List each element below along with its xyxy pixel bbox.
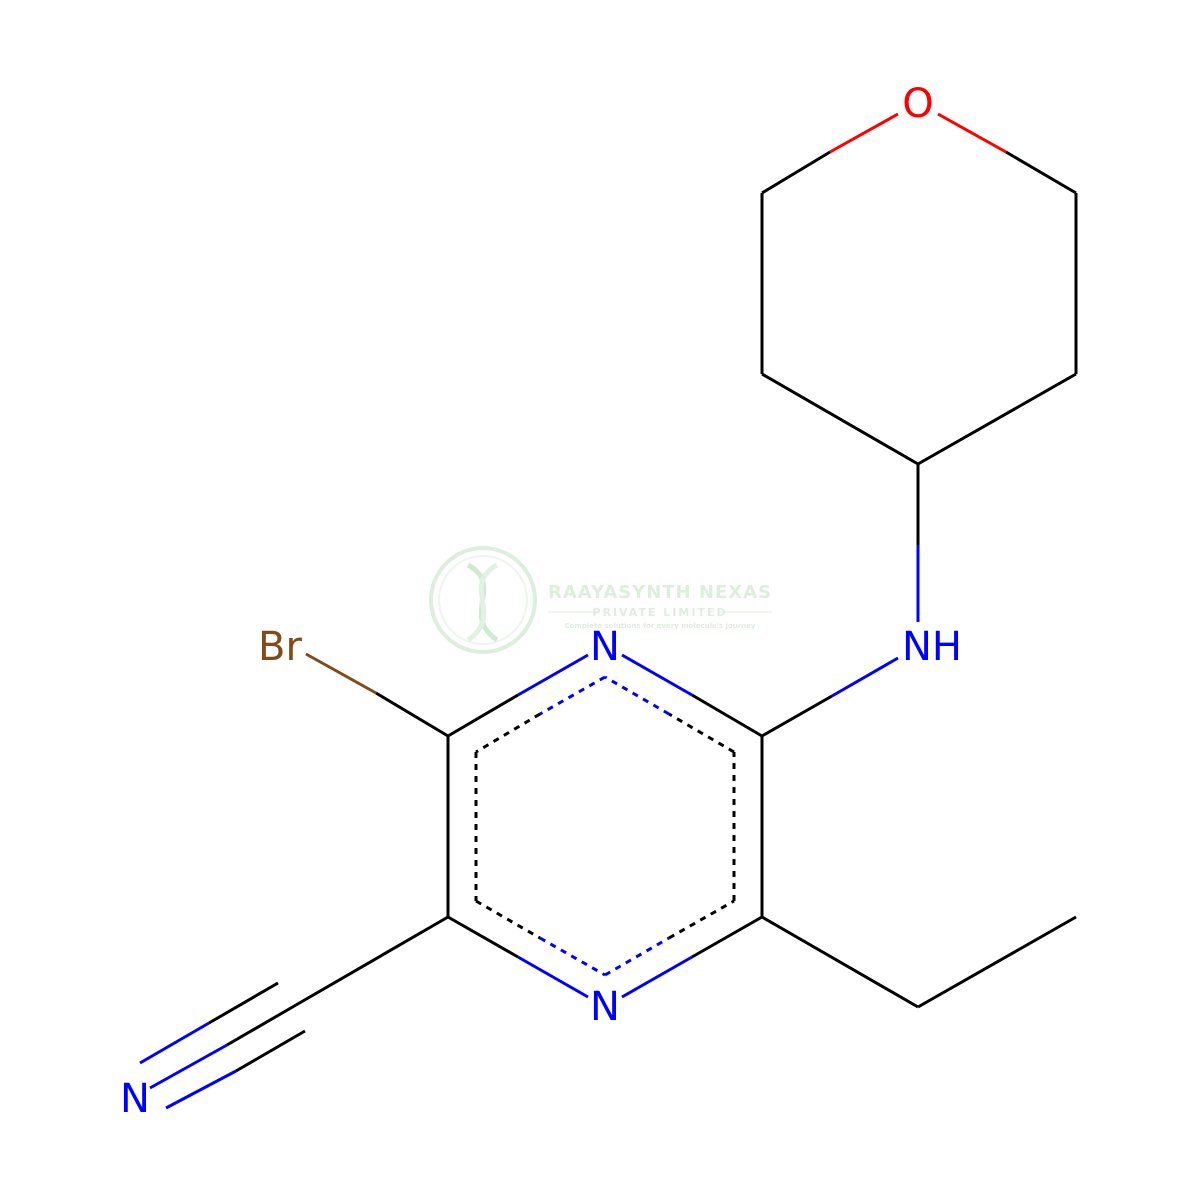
arom-c5-n4-black: [668, 712, 735, 754]
bonds: [139, 112, 1078, 1110]
atom-ring-nitrogen-top: N: [590, 624, 620, 670]
bond-o-c6-red: [829, 112, 899, 154]
arom-c2-n1-blue: [539, 936, 606, 977]
nitrile-lower-black: [235, 1029, 306, 1073]
arom-c2-n1-black: [475, 899, 541, 940]
nitrile-middle-blue: [149, 1043, 228, 1090]
atom-bromine: Br: [258, 624, 302, 670]
atom-oxygen: O: [902, 81, 933, 127]
arom-n4-c3-blue: [539, 675, 606, 716]
nitrile-upper-blue: [139, 1021, 210, 1065]
bond-c2-o-red: [937, 112, 1007, 154]
bond-c-ethyl-1: [761, 915, 919, 1009]
atom-nitrile-nitrogen: N: [120, 1076, 150, 1122]
bond-n1-c6-blue: [621, 955, 693, 999]
arom-n4-c3-black: [475, 712, 541, 754]
dna-helix-strand-icon: [466, 562, 499, 643]
bond-c-br-brown: [305, 652, 377, 695]
bond-n4-c3-black: [447, 693, 519, 738]
arom-n1-c6-black: [668, 899, 735, 940]
bond-c4-c3: [917, 372, 1077, 466]
bond-c-br-black: [375, 691, 449, 738]
bond-n4-c3-blue: [517, 653, 589, 697]
aromatic-dashes: [474, 675, 736, 977]
nitrile-upper-black: [208, 981, 279, 1025]
watermark-subtitle: PRIVATE LIMITED: [592, 606, 727, 619]
arom-n1-c6-blue: [604, 936, 670, 977]
bond-ethyl-ch3: [917, 915, 1077, 1009]
bond-nh-c-black: [761, 694, 833, 738]
dna-helix-icon: [466, 562, 499, 643]
watermark-tagline: Complete solutions for every molecule's …: [565, 622, 756, 630]
watermark-logo-inner-ring: [438, 555, 528, 645]
watermark-logo-ring: [429, 546, 537, 654]
atom-labels: O NH N N Br N: [120, 81, 962, 1122]
bond-c2-n1-blue: [517, 955, 589, 999]
atom-ring-nitrogen-bottom: N: [590, 984, 620, 1030]
bond-n1-c6-black: [691, 915, 763, 959]
bond-c2-n1-black: [447, 915, 519, 959]
bond-nh-c-blue: [831, 656, 899, 698]
nitrile-lower-blue: [165, 1069, 237, 1110]
arom-c5-n4-blue: [604, 675, 670, 716]
bond-c5-n4-blue: [621, 653, 693, 697]
bond-c5-c4: [761, 372, 919, 466]
bond-c2-o-black: [1005, 150, 1077, 195]
watermark-company: RAAYASYNTH NEXAS: [548, 582, 772, 603]
bond-c5-n4-black: [691, 693, 763, 738]
nitrile-middle-black: [226, 1003, 297, 1047]
atom-amine-nh: NH: [902, 624, 962, 670]
bond-c-cn: [295, 915, 449, 1007]
watermark: RAAYASYNTH NEXAS PRIVATE LIMITED Complet…: [429, 546, 772, 654]
bond-o-c6-black: [761, 150, 831, 195]
